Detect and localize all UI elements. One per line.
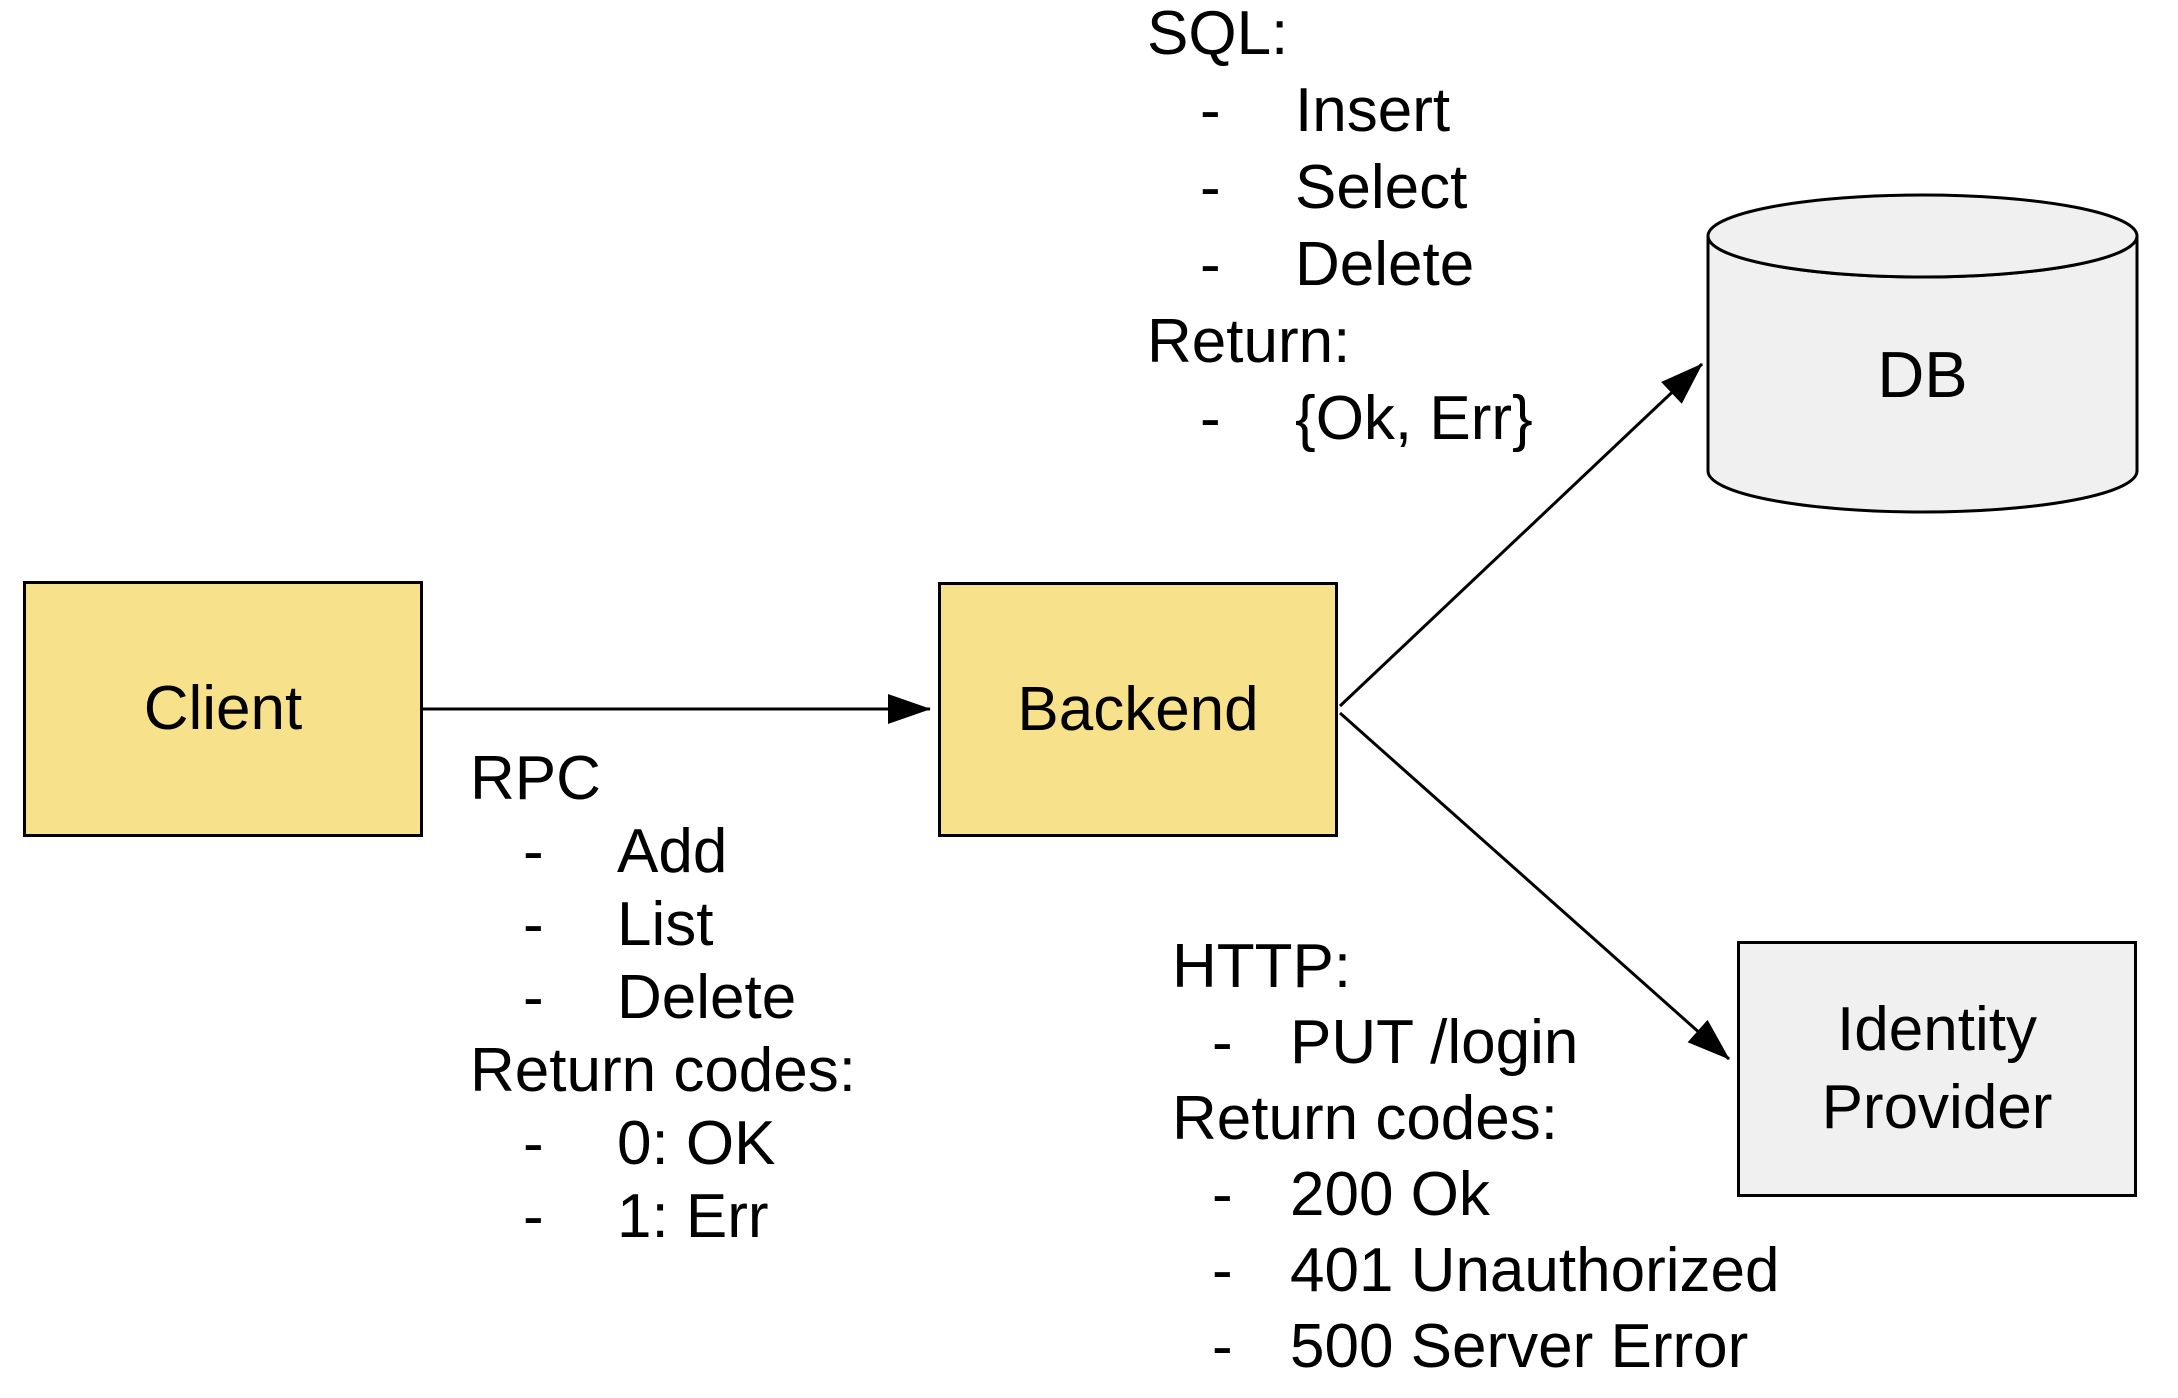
db-node-label: DB	[1877, 338, 1968, 411]
identity-provider-node: Identity Provider	[1737, 941, 2137, 1197]
annotation-bullet-line: - Insert	[1147, 72, 1533, 149]
bullet-dash: -	[1212, 1008, 1233, 1077]
client-node-label: Client	[143, 674, 303, 743]
annotation-bullet-line: - Delete	[470, 961, 856, 1034]
bullet-text: {Ok, Err}	[1295, 384, 1533, 453]
annotation-bullet-line: - 1: Err	[470, 1180, 856, 1253]
annotation-bullet-line: - Add	[470, 815, 856, 888]
bullet-text: Delete	[617, 963, 797, 1032]
backend-node: Backend	[938, 582, 1338, 837]
backend-to-db-arrow	[1338, 362, 1704, 708]
backend-node-label: Backend	[1017, 674, 1259, 744]
bullet-dash: -	[1212, 1236, 1233, 1305]
annotation-bullet-line: - {Ok, Err}	[1147, 380, 1533, 457]
annotation-bullet-line: - List	[470, 888, 856, 961]
bullet-dash: -	[1200, 384, 1221, 453]
annotation-bullet-line: -PUT /login	[1172, 1005, 1779, 1081]
annotation-heading-line: HTTP:	[1172, 932, 1352, 1001]
bullet-dash: -	[523, 817, 544, 886]
bullet-dash: -	[1200, 76, 1221, 145]
bullet-dash: -	[1200, 230, 1221, 299]
bullet-dash: -	[523, 963, 544, 1032]
bullet-text: Insert	[1295, 76, 1451, 145]
annotation-heading-line: Return:	[1147, 307, 1351, 376]
db-cylinder-top	[1706, 193, 2139, 279]
bullet-text: 1: Err	[617, 1182, 769, 1251]
identity-provider-node-label: Identity Provider	[1821, 995, 2053, 1142]
bullet-dash: -	[1212, 1312, 1233, 1381]
annotation-bullet-line: - Select	[1147, 149, 1533, 226]
annotation-bullet-line: -500 Server Error	[1172, 1309, 1779, 1385]
bullet-text: PUT /login	[1290, 1008, 1579, 1077]
bullet-text: 0: OK	[617, 1109, 776, 1178]
bullet-dash: -	[523, 1182, 544, 1251]
bullet-dash: -	[1212, 1160, 1233, 1229]
backend-to-identity-provider-arrow	[1339, 711, 1730, 1061]
annotation-heading-line: Return codes:	[1172, 1084, 1558, 1153]
bullet-text: List	[617, 890, 714, 959]
bullet-dash: -	[523, 1109, 544, 1178]
annotation-heading-line: RPC	[470, 744, 601, 813]
annotation-bullet-line: -200 Ok	[1172, 1157, 1779, 1233]
annotation-bullet-line: -401 Unauthorized	[1172, 1233, 1779, 1309]
bullet-text: 500 Server Error	[1290, 1312, 1749, 1381]
bullet-text: Select	[1295, 153, 1468, 222]
db-cylinder-shape	[1706, 193, 2139, 514]
client-node: Client	[23, 581, 423, 837]
annotation-bullet-line: - 0: OK	[470, 1107, 856, 1180]
bullet-text: 200 Ok	[1290, 1160, 1490, 1229]
annotation-heading-line: Return codes:	[470, 1036, 856, 1105]
bullet-dash: -	[1200, 153, 1221, 222]
annotation-heading-line: SQL:	[1147, 0, 1289, 68]
bullet-text: 401 Unauthorized	[1290, 1236, 1780, 1305]
bullet-text: Add	[617, 817, 728, 886]
bullet-text: Delete	[1295, 230, 1475, 299]
bullet-dash: -	[523, 890, 544, 959]
annotation-bullet-line: - Delete	[1147, 226, 1533, 303]
